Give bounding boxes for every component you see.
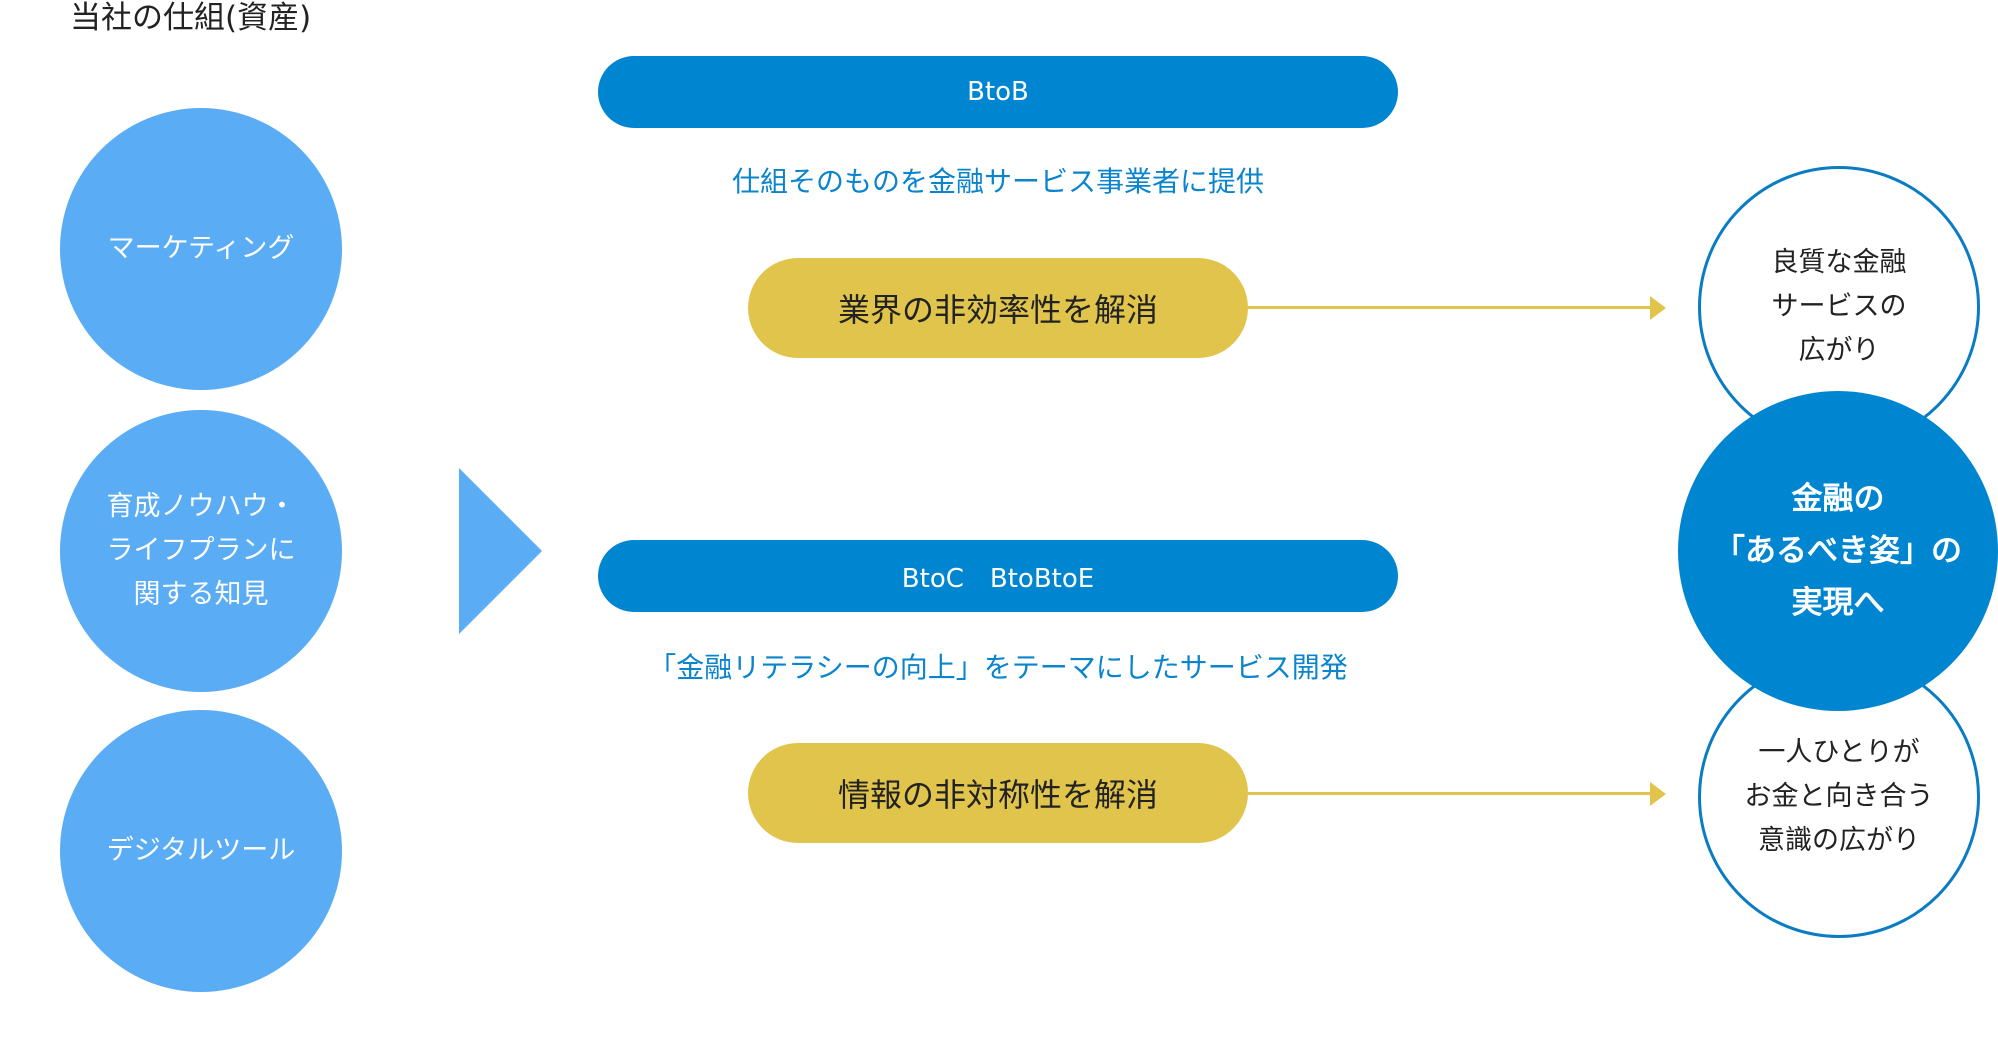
connector-line-bottom [1248, 792, 1650, 795]
model-pill-btoc: BtoC BtoBtoE [598, 540, 1398, 612]
connector-line-top [1248, 306, 1650, 309]
flow-arrow-icon [459, 468, 542, 634]
solution-pill-btob: 業界の非効率性を解消 [748, 258, 1248, 358]
connector-arrowhead-top-icon [1650, 296, 1666, 320]
model-pill-btob: BtoB [598, 56, 1398, 128]
asset-circle-know-how: 育成ノウハウ・ ライフプランに 関する知見 [60, 410, 342, 692]
page-title: 当社の仕組(資産) [70, 0, 312, 36]
model-description-btob: 仕組そのものを金融サービス事業者に提供 [731, 165, 1264, 198]
asset-circle-marketing: マーケティング [60, 108, 342, 390]
outcome-circle-awareness: 一人ひとりが お金と向き合う 意識の広がり [1698, 656, 1980, 938]
asset-circle-digital-tools: デジタルツール [60, 710, 342, 992]
model-description-btoc: 「金融リテラシーの向上」をテーマにしたサービス開発 [648, 651, 1348, 684]
solution-pill-btoc: 情報の非対称性を解消 [748, 743, 1248, 843]
goal-circle: 金融の 「あるべき姿」の 実現へ [1678, 391, 1998, 711]
connector-arrowhead-bottom-icon [1650, 782, 1666, 806]
